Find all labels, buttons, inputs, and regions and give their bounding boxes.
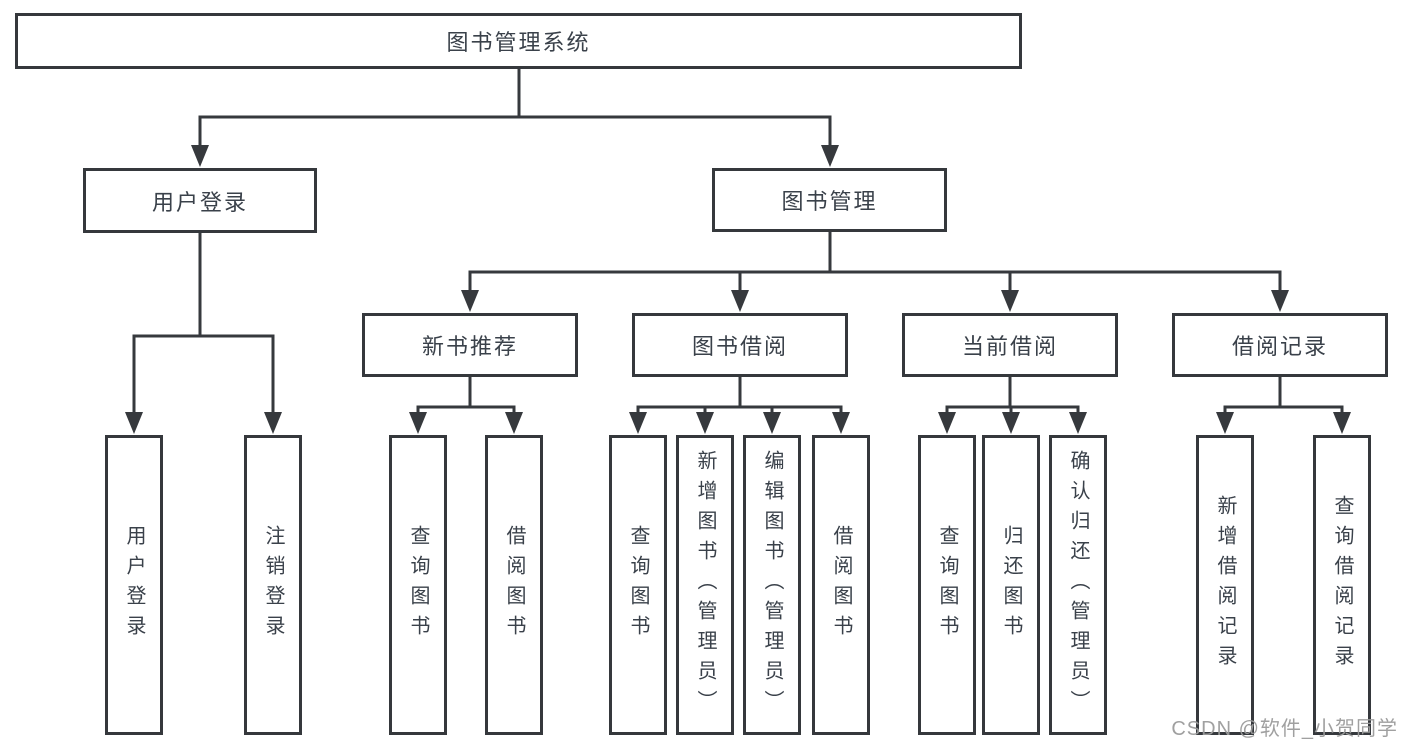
leaf-logout: 注销登录	[244, 435, 302, 735]
connector-currentborrow-to-leaves	[938, 377, 1087, 434]
leaf-current-confirm-return-admin-label: 确认归还（管理员）	[1067, 450, 1089, 720]
leaf-user-login-label: 用户登录	[123, 525, 145, 645]
node-book-borrowing: 图书借阅	[632, 313, 848, 377]
node-borrowing-records-label: 借阅记录	[1231, 334, 1328, 359]
leaf-borrowing-add-books-admin-label: 新增图书（管理员）	[694, 450, 716, 720]
connector-bookmgmt-to-level2	[461, 232, 1289, 312]
node-root-label: 图书管理系统	[446, 30, 591, 55]
connector-newbooks-to-leaves	[409, 377, 523, 434]
leaf-newbooks-query-books: 查询图书	[389, 435, 447, 735]
node-user-login: 用户登录	[83, 168, 317, 233]
node-borrowing-records: 借阅记录	[1172, 313, 1388, 377]
leaf-current-return-books: 归还图书	[982, 435, 1040, 735]
leaf-borrowing-borrow-books: 借阅图书	[812, 435, 870, 735]
leaf-records-add-record-label: 新增借阅记录	[1214, 495, 1236, 675]
node-user-login-label: 用户登录	[151, 189, 248, 215]
node-new-book-recommend: 新书推荐	[362, 313, 578, 377]
leaf-newbooks-query-books-label: 查询图书	[407, 525, 429, 645]
leaf-borrowing-edit-books-admin-label: 编辑图书（管理员）	[761, 450, 783, 720]
node-new-book-recommend-label: 新书推荐	[421, 334, 518, 359]
connector-root-to-level1	[191, 69, 839, 167]
leaf-borrowing-query-books-label: 查询图书	[627, 525, 649, 645]
connector-userlogin-to-leaves	[125, 233, 282, 434]
leaf-newbooks-borrow-books: 借阅图书	[485, 435, 543, 735]
leaf-borrowing-edit-books-admin: 编辑图书（管理员）	[743, 435, 801, 735]
connector-bookborrow-to-leaves	[629, 377, 850, 434]
connector-borrowrecords-to-leaves	[1216, 377, 1351, 434]
node-book-management-label: 图书管理	[781, 189, 878, 214]
leaf-records-add-record: 新增借阅记录	[1196, 435, 1254, 735]
node-current-borrowing: 当前借阅	[902, 313, 1118, 377]
leaf-logout-label: 注销登录	[262, 525, 284, 645]
node-current-borrowing-label: 当前借阅	[961, 334, 1058, 359]
csdn-watermark: CSDN @软件_小贺同学	[1171, 718, 1398, 740]
leaf-current-query-books-label: 查询图书	[936, 525, 958, 645]
leaf-current-confirm-return-admin: 确认归还（管理员）	[1049, 435, 1107, 735]
node-book-management: 图书管理	[712, 168, 947, 232]
leaf-records-query-record: 查询借阅记录	[1313, 435, 1371, 735]
leaf-borrowing-borrow-books-label: 借阅图书	[830, 525, 852, 645]
leaf-records-query-record-label: 查询借阅记录	[1331, 495, 1353, 675]
leaf-borrowing-query-books: 查询图书	[609, 435, 667, 735]
node-root-library-system: 图书管理系统	[15, 13, 1022, 69]
leaf-current-query-books: 查询图书	[918, 435, 976, 735]
leaf-current-return-books-label: 归还图书	[1000, 525, 1022, 645]
leaf-user-login: 用户登录	[105, 435, 163, 735]
node-book-borrowing-label: 图书借阅	[691, 334, 788, 359]
leaf-newbooks-borrow-books-label: 借阅图书	[503, 525, 525, 645]
leaf-borrowing-add-books-admin: 新增图书（管理员）	[676, 435, 734, 735]
